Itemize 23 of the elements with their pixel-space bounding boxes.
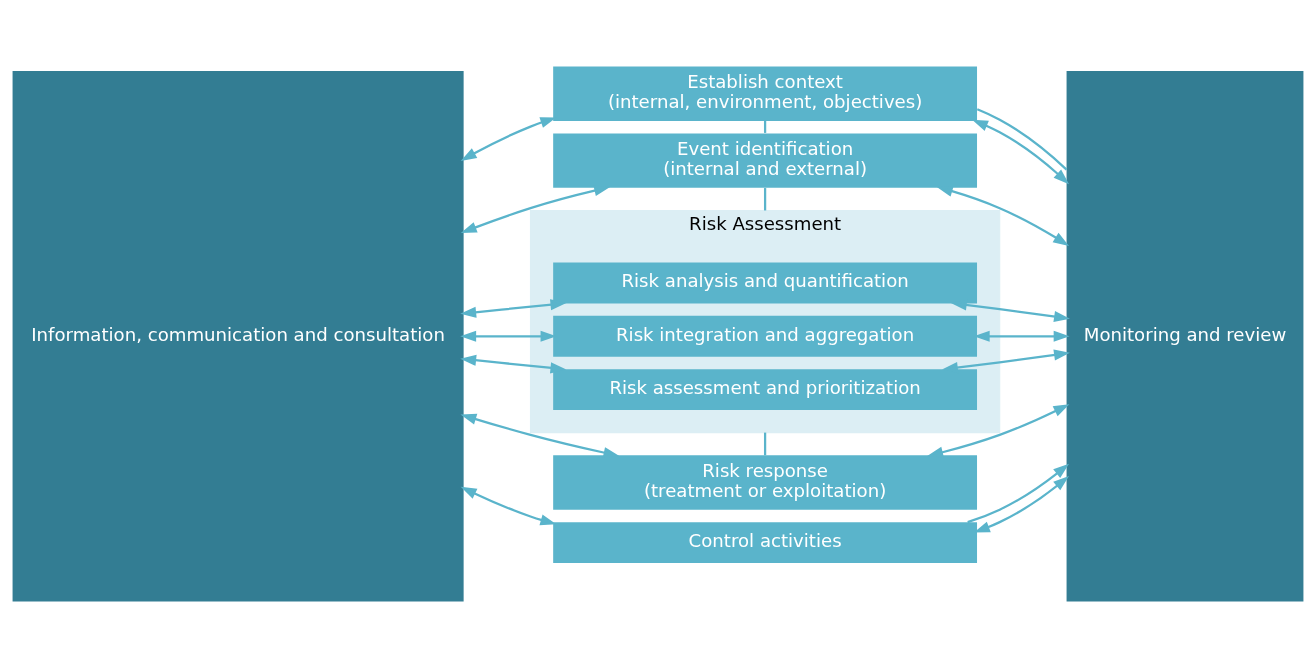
node-box: Risk response (treatment or exploitation) <box>553 455 978 510</box>
connector <box>763 432 767 456</box>
arrow <box>460 413 620 459</box>
arrow <box>967 463 1070 524</box>
arrow <box>460 185 611 234</box>
node-box: Risk analysis and quantification <box>553 262 978 304</box>
node-box: Risk integration and aggregation <box>553 315 978 357</box>
arrow <box>460 354 567 374</box>
node-box: Event identification (internal and external) <box>553 133 978 188</box>
arrow <box>460 299 567 318</box>
node-box: Monitoring and review <box>1066 71 1304 602</box>
arrow <box>936 185 1070 246</box>
arrow <box>460 330 557 342</box>
arrow <box>460 117 557 161</box>
node-box: Information, communication and consultation <box>12 71 464 602</box>
arrow <box>460 486 557 526</box>
arrow <box>927 404 1070 458</box>
connector <box>976 108 1068 171</box>
arrow <box>972 119 1070 185</box>
node-box: Control activities <box>553 522 978 563</box>
node-box: Establish context (internal, environment, objectives) <box>553 66 978 121</box>
node-box: Risk assessment and prioritization <box>553 369 978 410</box>
connector <box>763 188 767 211</box>
